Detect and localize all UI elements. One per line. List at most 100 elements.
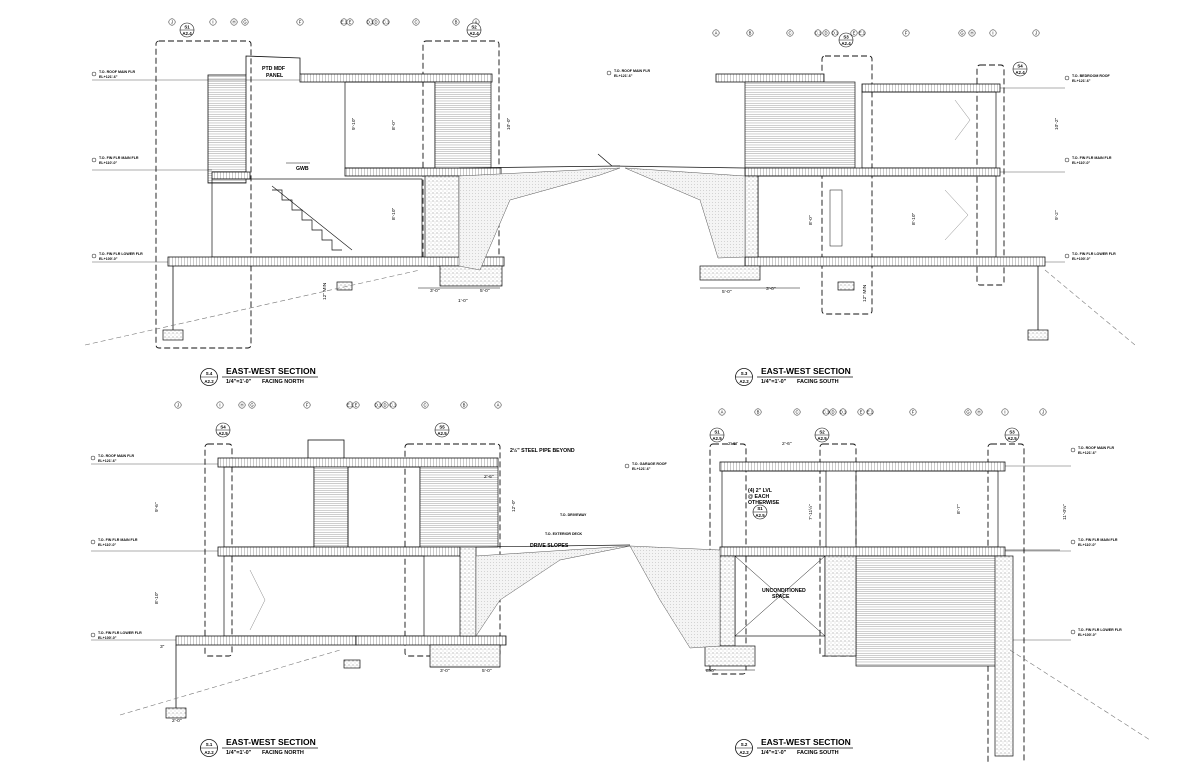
section-title: EAST-WEST SECTION	[226, 366, 316, 376]
grid-label: F	[905, 31, 908, 36]
grid-label: E	[853, 31, 856, 36]
grid-bubble	[829, 408, 837, 416]
section-facing: FACING SOUTH	[797, 379, 839, 385]
retaining-wall	[424, 175, 460, 258]
lower-floor-slab	[175, 635, 357, 646]
footing	[837, 281, 855, 291]
section-scale: 1/4"=1'-0"	[226, 379, 252, 385]
note-driveway: T.O. DRIVEWAY	[560, 513, 587, 517]
grid-bubble	[216, 401, 224, 409]
svg-text:T.O. FIN FLR LOWER FLR: T.O. FIN FLR LOWER FLR	[98, 631, 142, 635]
grid-label: C	[788, 31, 791, 36]
dim-label: 10'-0"	[506, 117, 512, 130]
dim-label: 1'-0"	[458, 298, 468, 304]
dim-label: 8'-0"	[391, 120, 397, 130]
grid-label: F	[306, 403, 309, 408]
grid-label: D.1	[832, 31, 839, 36]
note-exterior-deck: T.O. EXTERIOR DECK	[545, 532, 583, 536]
grid-label: D	[824, 31, 827, 36]
footing	[343, 659, 361, 669]
grid-label: D.1	[375, 403, 382, 408]
dim-label: 2'-6"	[484, 474, 494, 480]
main-floor-slab	[719, 546, 1006, 557]
roof-slab	[715, 73, 825, 83]
section-scale: 1/4"=1'-0"	[226, 750, 252, 756]
grid-bubble	[352, 401, 360, 409]
deck-line	[475, 544, 631, 548]
lower-room	[223, 555, 425, 637]
dim-label: 3'-0"	[766, 286, 776, 292]
grid-label: H	[977, 410, 980, 415]
grid-label: B	[749, 31, 752, 36]
grid-bubble	[839, 408, 847, 416]
footing	[439, 265, 503, 287]
deck-line	[458, 165, 621, 169]
detail-callout-box	[821, 55, 873, 315]
grid-bubble	[822, 29, 830, 37]
dim-label: 2'-6"	[728, 441, 738, 447]
dim-label: 5'-0"	[480, 288, 490, 294]
section-title: EAST-WEST SECTION	[226, 737, 316, 747]
grid-label: E	[355, 403, 358, 408]
svg-text:EL+110'-0": EL+110'-0"	[1078, 543, 1097, 547]
grid-bubble	[412, 18, 420, 26]
dim-label: 10'-2"	[1054, 117, 1060, 130]
retaining-wall	[994, 555, 1014, 757]
level-marker: T.O. ROOF MAIN FLR EL+121'-6"	[606, 69, 651, 78]
dim-label: 3"	[160, 644, 165, 650]
grid-label: C	[795, 410, 798, 415]
grid-bubble	[866, 408, 874, 416]
section-tag: S.2	[741, 742, 748, 747]
main-floor-slab	[211, 171, 251, 180]
grid-label: C	[414, 20, 417, 25]
detail-callout-box	[155, 40, 252, 349]
lower-room	[757, 175, 997, 258]
fireplace-column	[313, 466, 349, 548]
grid-label: C.1	[815, 31, 822, 36]
level-marker: T.O. ROOF MAIN FLR EL+121'-6"	[91, 70, 300, 81]
grid-label: I	[219, 403, 220, 408]
grid-bubble	[1039, 408, 1047, 416]
detail-tag-top: S2	[471, 25, 477, 30]
svg-text:EL+121'-6": EL+121'-6"	[1078, 451, 1097, 455]
sheet-tag: A2.2	[204, 750, 214, 755]
grid-bubble	[174, 401, 182, 409]
grid-bubble	[389, 401, 397, 409]
section-title: EAST-WEST SECTION	[761, 366, 851, 376]
grade-line	[1009, 649, 1151, 741]
grid-bubble	[1032, 29, 1040, 37]
dim-label: 3'-0"	[440, 668, 450, 674]
grid-label: G	[960, 31, 963, 36]
note-unconditioned: UNCONDITIONED	[762, 588, 806, 594]
grid-bubble	[1001, 408, 1009, 416]
dim-label: 7'-11½"	[807, 504, 814, 520]
note-each: @ EACH	[748, 494, 769, 500]
svg-text:T.O. ROOF MAIN FLR: T.O. ROOF MAIN FLR	[99, 70, 136, 74]
grid-bubble	[168, 18, 176, 26]
svg-text:EL+110'-0": EL+110'-0"	[1072, 161, 1091, 165]
grid-bubble	[381, 401, 389, 409]
svg-text:T.O. FIN FLR LOWER FLR: T.O. FIN FLR LOWER FLR	[99, 252, 143, 256]
dim-label: 5'-0"	[722, 289, 732, 295]
dim-label: 2'-0"	[172, 718, 182, 724]
section-title: EAST-WEST SECTION	[761, 737, 851, 747]
grid-label: C	[423, 403, 426, 408]
sheet-tag: A2.2	[739, 750, 749, 755]
svg-text:T.O. FIN FLR MAIN FLR: T.O. FIN FLR MAIN FLR	[1072, 156, 1112, 160]
footing	[162, 329, 184, 341]
dim-label: 12" MIN	[862, 284, 868, 302]
terrain-hatch	[475, 545, 631, 637]
detail-tag-top: S2	[819, 430, 825, 435]
grid-label: H	[970, 31, 973, 36]
grid-label: G	[243, 20, 246, 25]
grid-label: E.1	[859, 31, 866, 36]
exterior-wall	[744, 81, 856, 169]
dim-label: 8'-7"	[956, 504, 962, 514]
section-title-block: S.2 A2.2 EAST-WEST SECTION 1/4"=1'-0" FA…	[735, 737, 853, 757]
